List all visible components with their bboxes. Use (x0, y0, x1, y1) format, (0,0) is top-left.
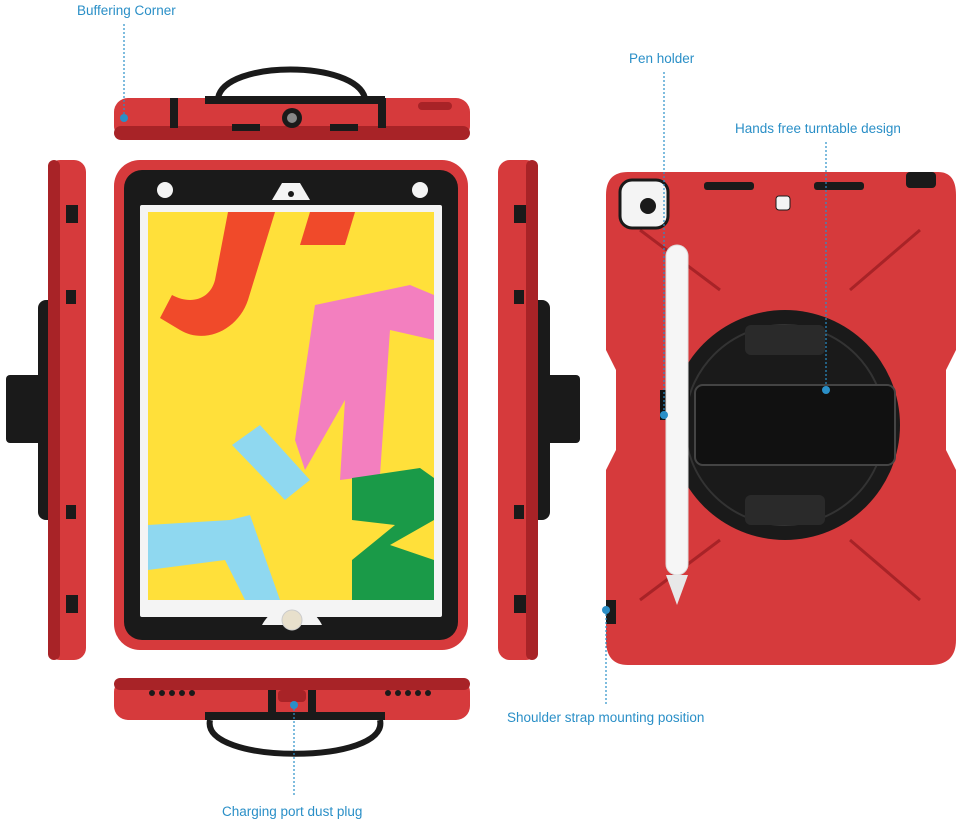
right-side-port-2 (514, 290, 524, 304)
top-edge-slot-left (170, 98, 178, 128)
callout-charging-port: Charging port dust plug (222, 804, 363, 819)
bottom-edge-shadow (114, 678, 470, 690)
bottom-speaker-left (149, 690, 195, 696)
dot-pen-holder (660, 411, 668, 419)
left-side-view (6, 160, 86, 660)
hand-strap-bottom (206, 719, 384, 757)
back-view (606, 172, 956, 665)
callout-hands-free: Hands free turntable design (735, 121, 901, 136)
right-side-shadow (526, 160, 538, 660)
bottom-edge-rail (205, 712, 385, 720)
home-button-icon (281, 609, 303, 631)
power-button-cover (418, 102, 452, 110)
hand-strap-band (694, 384, 896, 466)
dot-charging-port (290, 701, 298, 709)
speaker-grille-right (814, 182, 864, 190)
left-side-port-2 (66, 290, 76, 304)
back-corner-latch (906, 172, 936, 188)
callout-pen-holder: Pen holder (629, 51, 695, 66)
callout-dots (120, 114, 830, 709)
bottom-edge-slot-left (268, 690, 276, 716)
front-bezel-hole-right (412, 182, 428, 198)
bottom-edge-slot-right (308, 690, 316, 716)
top-edge-rail (205, 96, 385, 104)
top-edge-vent-left (232, 124, 260, 131)
screen-glyph-a (295, 285, 434, 480)
hand-strap-top (215, 66, 368, 100)
left-side-port-3 (66, 505, 76, 519)
right-side-port-3 (514, 505, 524, 519)
dot-shoulder-strap (602, 606, 610, 614)
camera-lens-icon (287, 113, 297, 123)
front-view (114, 160, 468, 650)
right-side-port-1 (514, 205, 526, 223)
kickstand-top (745, 325, 825, 355)
bottom-speaker-right (385, 690, 431, 696)
back-mic-hole (775, 195, 791, 211)
screen-glyph-j-top (300, 212, 355, 245)
front-camera-icon (288, 191, 294, 197)
top-edge-view (114, 66, 470, 140)
back-camera-icon (640, 198, 656, 214)
screen-glyph-j (160, 212, 275, 336)
callout-shoulder-strap: Shoulder strap mounting position (507, 710, 705, 725)
left-side-port-4 (66, 595, 78, 613)
dot-buffering-corner (120, 114, 128, 122)
pencil-icon (665, 244, 689, 576)
left-side-port-1 (66, 205, 78, 223)
callout-leaders (123, 24, 827, 795)
right-side-port-4 (514, 595, 526, 613)
left-side-shadow (48, 160, 60, 660)
shoulder-strap-mount (606, 600, 616, 624)
screen-glyph-7-top (232, 425, 310, 500)
dot-hands-free (822, 386, 830, 394)
front-bezel-hole-left (157, 182, 173, 198)
pencil-tip (666, 575, 688, 605)
screen-glyph-z (352, 468, 434, 600)
top-edge-shadow (114, 126, 470, 140)
callout-buffering-corner: Buffering Corner (77, 3, 176, 18)
top-edge-vent-right (330, 124, 358, 131)
speaker-grille-left (704, 182, 754, 190)
kickstand-bottom (745, 495, 825, 525)
screen-glyph-7 (148, 515, 280, 600)
bottom-edge-view (114, 678, 470, 757)
top-edge-slot-right (378, 98, 386, 128)
right-side-view (498, 160, 580, 660)
charging-port-plug (278, 690, 306, 702)
